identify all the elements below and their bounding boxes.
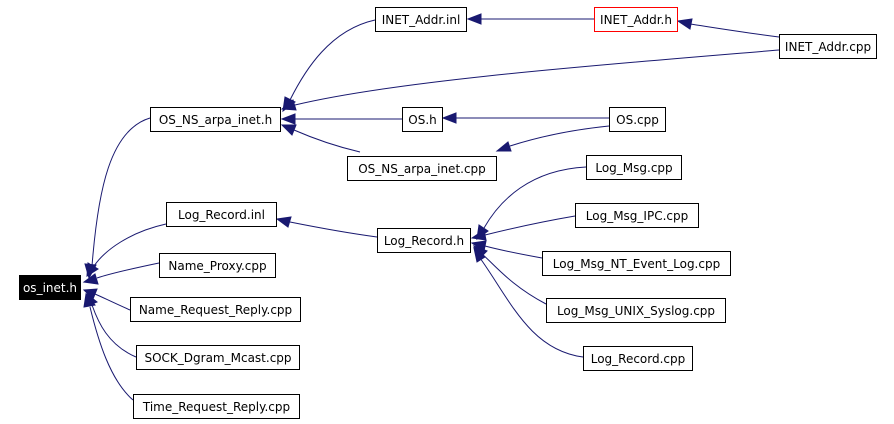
node-name-request-reply-cpp[interactable]: Name_Request_Reply.cpp: [130, 297, 301, 322]
edge-arrowhead: [466, 13, 482, 25]
edge-log-msg-nt-event-log-cpp-to-log-record-h: [484, 245, 543, 259]
node-os-cpp[interactable]: OS.cpp: [609, 107, 666, 132]
node-log-record-h[interactable]: Log_Record.h: [377, 228, 471, 253]
edge-arrowhead: [83, 292, 96, 308]
node-os-ns-arpa-inet-h[interactable]: OS_NS_arpa_inet.h: [150, 107, 281, 132]
edge-arrowhead: [82, 288, 98, 300]
node-sock-dgram-mcast-cpp[interactable]: SOCK_Dgram_Mcast.cpp: [136, 345, 300, 370]
edge-arrowhead: [280, 124, 297, 136]
node-log-msg-nt-event-log-cpp[interactable]: Log_Msg_NT_Event_Log.cpp: [542, 251, 731, 276]
edge-log-record-cpp-to-log-record-h: [479, 257, 584, 358]
edge-arrowhead: [86, 262, 99, 277]
edge-inet-addr-inl-to-os-ns-arpa-inet: [289, 19, 376, 101]
edge-log-record-inl-to-os-inet: [93, 223, 167, 267]
node-log-msg-cpp[interactable]: Log_Msg.cpp: [586, 155, 682, 180]
edge-log-msg-ipc-cpp-to-log-record-h: [484, 215, 576, 236]
edge-arrowhead: [280, 99, 297, 111]
node-log-record-cpp[interactable]: Log_Record.cpp: [583, 346, 693, 371]
edge-sock-dgram-mcast-to-os-inet: [91, 304, 137, 358]
node-os-h[interactable]: OS.h: [402, 107, 443, 132]
edge-arrowhead: [441, 112, 457, 124]
edge-os-cpp-to-os-ns-arpa-inet-cpp: [509, 125, 610, 147]
edge-log-msg-cpp-to-log-record-h: [483, 166, 587, 229]
edge-arrowhead: [676, 18, 693, 30]
edge-time-request-reply-to-os-inet: [89, 306, 134, 401]
node-inet-addr-inl[interactable]: INET_Addr.inl: [375, 7, 467, 32]
edge-inet-addr-cpp-to-inet-addr-h: [689, 23, 780, 38]
node-log-msg-ipc-cpp[interactable]: Log_Msg_IPC.cpp: [575, 203, 699, 228]
edge-arrowhead: [470, 240, 487, 252]
edge-name-proxy-to-os-inet: [96, 262, 160, 279]
node-log-msg-unix-syslog-cpp[interactable]: Log_Msg_UNIX_Syslog.cpp: [546, 298, 726, 323]
edge-os-ns-arpa-inet-to-os-inet: [91, 117, 151, 267]
node-os-ns-arpa-inet-cpp[interactable]: OS_NS_arpa_inet.cpp: [347, 156, 497, 181]
edge-log-record-h-to-log-record-inl: [289, 221, 378, 238]
edge-log-msg-unix-syslog-cpp-to-log-record-h: [481, 253, 547, 305]
node-inet-addr-h[interactable]: INET_Addr.h: [594, 7, 678, 32]
edge-name-request-reply-to-os-inet: [94, 293, 131, 311]
edge-arrowhead: [280, 113, 296, 125]
node-log-record-inl[interactable]: Log_Record.inl: [166, 202, 277, 227]
edge-inet-addr-cpp-to-os-ns-arpa-inet: [294, 49, 780, 106]
edge-arrowhead: [275, 216, 292, 228]
edge-arrowhead: [473, 246, 486, 263]
edge-os-ns-arpa-inet-cpp-to-os-ns-arpa-inet: [293, 129, 361, 153]
edge-arrowhead: [470, 229, 487, 241]
node-name-proxy-cpp[interactable]: Name_Proxy.cpp: [159, 253, 276, 278]
edge-arrowhead: [495, 141, 512, 152]
node-inet-addr-cpp[interactable]: INET_Addr.cpp: [779, 34, 877, 59]
node-time-request-reply-cpp[interactable]: Time_Request_Reply.cpp: [133, 394, 300, 419]
edge-arrowhead: [82, 273, 99, 285]
node-os-inet-h: os_inet.h: [19, 275, 81, 300]
